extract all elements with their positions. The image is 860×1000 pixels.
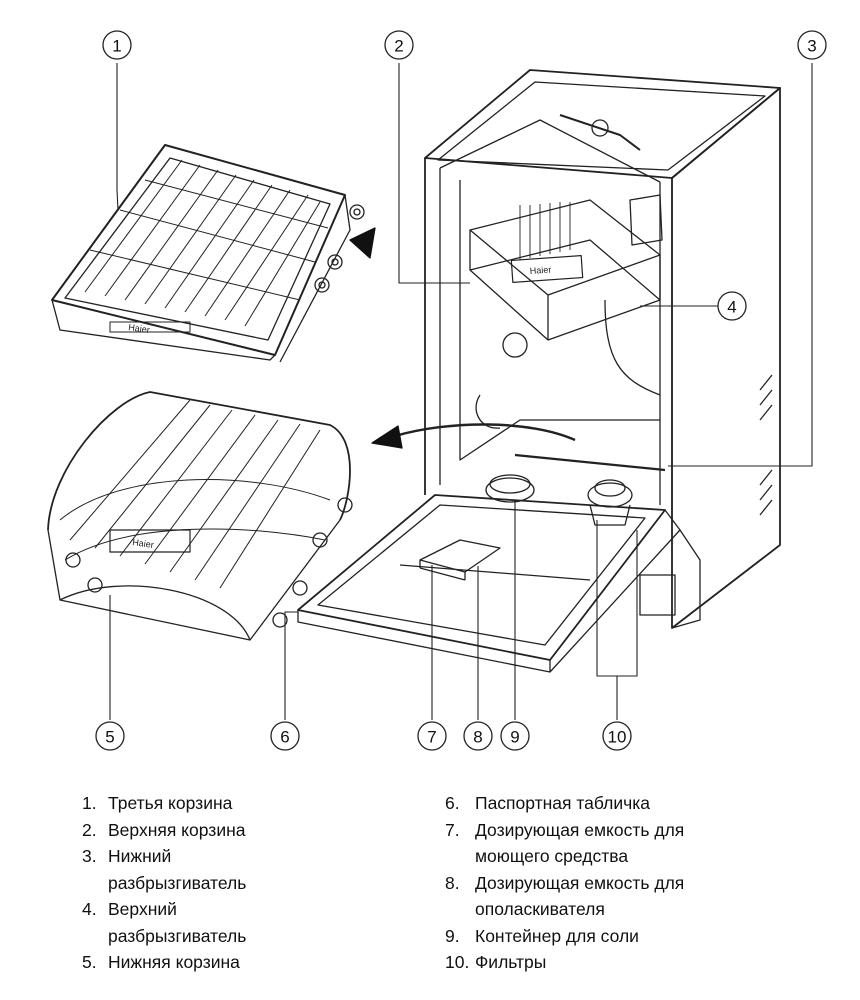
callout-4-label: 4: [727, 298, 736, 317]
legend-item: 9. Контейнер для соли: [445, 923, 775, 950]
brand-mark-upper-basket: Haier: [529, 265, 551, 276]
callout-1-label: 1: [112, 37, 121, 56]
legend-item-number: 5.: [82, 952, 97, 972]
legend-item: 1. Третья корзина: [82, 790, 412, 817]
callout-10-label: 10: [608, 728, 627, 747]
callout-6-circle: [270, 721, 300, 751]
legend-item: 4. Верхний разбрызгиватель: [82, 896, 412, 949]
callout-2-circle: [384, 30, 414, 60]
legend-left-column: 1. Третья корзина 2. Верхняя корзина 3. …: [82, 790, 412, 976]
legend-item-number: 9.: [445, 925, 460, 946]
legend-right-column: 6. Паспортная табличка 7. Дозирующая емк…: [445, 790, 775, 976]
brand-mark-third-basket: Haier: [128, 322, 151, 335]
callout-2-label: 2: [394, 37, 403, 56]
legend-item-number: 7.: [445, 819, 460, 840]
legend-item-text: Третья корзина: [108, 793, 233, 813]
callout-7-circle: [417, 721, 447, 751]
legend-item-text: Верхняя корзина: [108, 819, 246, 840]
legend-item: 5. Нижняя корзина: [82, 949, 412, 976]
legend-item-text: Нижняя корзина: [108, 952, 240, 972]
callout-5-label: 5: [105, 728, 114, 747]
legend-item-text: Контейнер для соли: [475, 925, 639, 946]
third-basket-drawing: [51, 144, 365, 363]
callout-9-circle: [500, 721, 530, 751]
dishwasher-body-drawing: [297, 69, 781, 673]
legend-item-text: Паспортная табличка: [475, 793, 651, 813]
callout-7-label: 7: [427, 728, 436, 747]
legend-item-number: 10.: [445, 952, 470, 972]
legend-item: 3. Нижний разбрызгиватель: [82, 843, 412, 896]
legend-item: 2. Верхняя корзина: [82, 817, 412, 844]
legend-item-number: 2.: [82, 819, 97, 840]
legend-item-text: Дозирующая емкость для ополаскивателя: [475, 872, 685, 920]
callout-4-circle: [717, 291, 747, 321]
legend-item-text: Фильтры: [475, 952, 547, 972]
callout-9-label: 9: [510, 728, 519, 747]
legend-item: 6. Паспортная табличка: [445, 790, 775, 817]
callout-8-circle: [463, 721, 493, 751]
callout-1-circle: [102, 30, 132, 60]
legend-item-number: 6.: [445, 793, 460, 813]
callout-6-label: 6: [280, 728, 289, 747]
callout-8-label: 8: [473, 728, 482, 747]
callout-10-circle: [602, 721, 632, 751]
legend-item-number: 3.: [82, 846, 97, 866]
callout-3-label: 3: [807, 37, 816, 56]
lower-basket-drawing: [47, 391, 353, 641]
legend-item-text: Нижний разбрызгиватель: [108, 846, 247, 893]
legend-item-number: 8.: [445, 872, 460, 893]
legend-item: 8. Дозирующая емкость для ополаскивателя: [445, 870, 775, 923]
legend-item-number: 4.: [82, 899, 97, 919]
callout-3-circle: [797, 30, 827, 60]
legend-item-number: 1.: [82, 793, 97, 813]
legend-item: 7. Дозирующая емкость для моющего средст…: [445, 817, 775, 870]
legend-item-text: Верхний разбрызгиватель: [108, 899, 247, 946]
legend-item: 10. Фильтры: [445, 949, 775, 976]
legend-item-text: Дозирующая емкость для моющего средства: [475, 819, 685, 867]
callout-5-circle: [95, 721, 125, 751]
dishwasher-diagram: Haier Haier Haier 1 2 3 4 5 6 7 8 9 10: [47, 30, 827, 751]
brand-mark-lower-basket: Haier: [132, 537, 155, 550]
